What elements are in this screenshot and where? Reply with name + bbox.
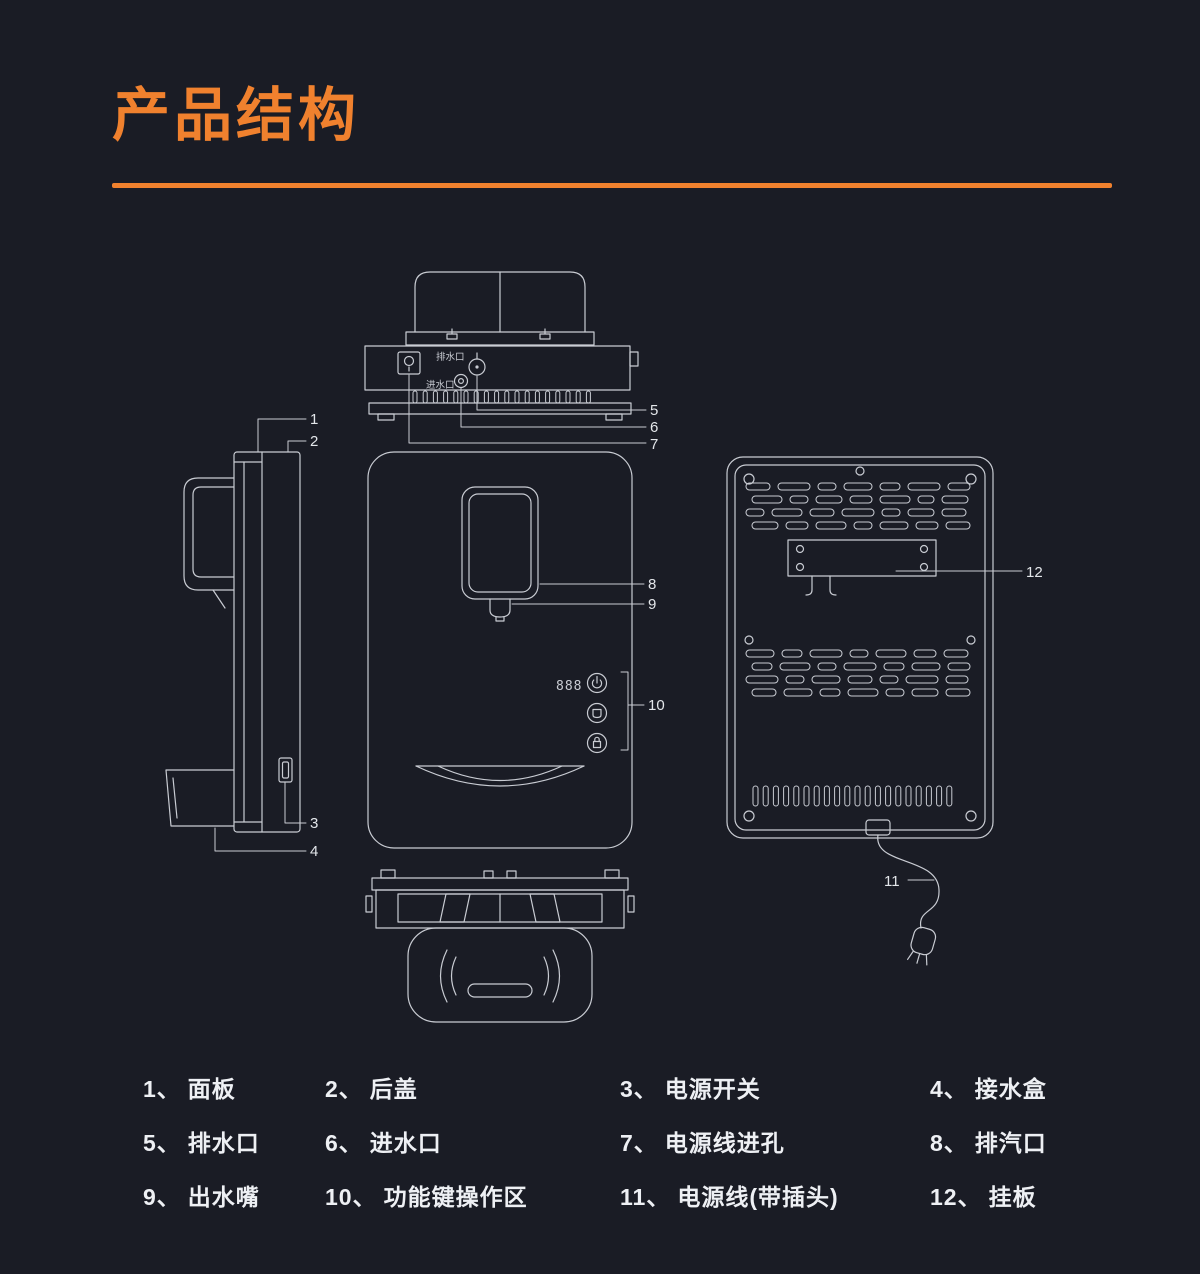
top-plate bbox=[405, 331, 595, 346]
legend-item-7: 7、电源线进孔 bbox=[620, 1130, 785, 1156]
leader-4 bbox=[214, 827, 307, 852]
bolt-left bbox=[446, 328, 458, 340]
callout-5: 5 bbox=[650, 402, 658, 419]
power-cord bbox=[877, 834, 940, 929]
water-spout bbox=[489, 598, 511, 618]
legend-item-10: 10、功能键操作区 bbox=[325, 1184, 528, 1210]
side-view bbox=[165, 451, 301, 833]
legend-item-2: 2、后盖 bbox=[325, 1076, 418, 1102]
legend-item-4: 4、接水盒 bbox=[930, 1076, 1047, 1102]
top-view: 排水口 进水口 bbox=[364, 271, 639, 421]
leader-6 bbox=[460, 387, 647, 428]
callout-2: 2 bbox=[310, 433, 318, 450]
callout-7: 7 bbox=[650, 436, 658, 453]
steam-recess bbox=[461, 486, 539, 600]
power-plug bbox=[906, 926, 937, 966]
cord-grommet bbox=[865, 819, 891, 836]
front-panel bbox=[367, 451, 633, 849]
back-vent-slots-lower bbox=[745, 649, 971, 697]
callout-6: 6 bbox=[650, 419, 658, 436]
callout-numbers: 1 2 3 4 5 6 7 8 9 10 11 12 bbox=[310, 402, 1043, 890]
hanging-plate bbox=[787, 539, 937, 596]
page-title: 产品结构 bbox=[112, 83, 361, 148]
back-cover bbox=[726, 456, 994, 839]
leader-7 bbox=[408, 374, 647, 444]
callout-4: 4 bbox=[310, 843, 318, 860]
back-bottom-slots bbox=[752, 785, 953, 807]
led-display: 888 bbox=[556, 679, 582, 694]
legend-item-5: 5、排水口 bbox=[143, 1130, 260, 1156]
bottom-view bbox=[365, 869, 635, 1023]
side-handle bbox=[183, 477, 235, 591]
legend-item-6: 6、进水口 bbox=[325, 1130, 442, 1156]
inlet-port-label: 进水口 bbox=[426, 379, 455, 391]
leader-3 bbox=[284, 781, 307, 824]
back-vent-slots-upper bbox=[745, 482, 971, 530]
side-body bbox=[233, 451, 301, 833]
leader-1 bbox=[257, 418, 307, 453]
back-view bbox=[726, 456, 994, 966]
leader-10 bbox=[620, 671, 645, 751]
side-tray bbox=[165, 769, 235, 827]
callout-8: 8 bbox=[648, 576, 656, 593]
callout-12: 12 bbox=[1026, 564, 1043, 581]
power-icon bbox=[591, 675, 603, 689]
legend-item-1: 1、面板 bbox=[143, 1076, 236, 1102]
top-base-plate bbox=[368, 402, 632, 415]
bolt-right bbox=[539, 328, 551, 340]
inlet-port bbox=[453, 373, 469, 389]
legend-item-3: 3、电源开关 bbox=[620, 1076, 761, 1102]
callout-10: 10 bbox=[648, 697, 665, 714]
callout-3: 3 bbox=[310, 815, 318, 832]
hook-right bbox=[829, 575, 837, 596]
legend: 1、面板 2、后盖 3、电源开关 4、接水盒 5、排水口 6、进水口 7、电源线… bbox=[0, 1060, 1200, 1222]
top-body bbox=[364, 345, 631, 391]
callout-leader-lines bbox=[214, 374, 1023, 881]
legend-item-9: 9、出水嘴 bbox=[143, 1184, 260, 1210]
callout-9: 9 bbox=[648, 596, 656, 613]
child-lock-button bbox=[586, 732, 608, 754]
bottom-bar bbox=[371, 877, 629, 891]
control-panel-area: 888 bbox=[556, 672, 608, 754]
collection-box-slot bbox=[467, 983, 533, 998]
title-underline bbox=[112, 183, 1112, 188]
dispense-icon bbox=[592, 708, 602, 719]
power-button bbox=[586, 672, 608, 694]
hook-left bbox=[805, 575, 813, 596]
leader-5 bbox=[476, 375, 647, 411]
collection-box bbox=[407, 927, 593, 1023]
callout-1: 1 bbox=[310, 411, 318, 428]
leader-2 bbox=[287, 440, 307, 453]
legend-item-8: 8、排汽口 bbox=[930, 1130, 1047, 1156]
top-side-tab bbox=[629, 351, 639, 367]
front-view: 888 bbox=[367, 451, 633, 849]
drain-port-label: 排水口 bbox=[436, 351, 465, 363]
callout-11: 11 bbox=[884, 873, 900, 890]
child-lock-icon bbox=[592, 736, 602, 749]
top-vent-slots bbox=[412, 390, 591, 404]
legend-item-12: 12、挂板 bbox=[930, 1184, 1037, 1210]
dispense-button bbox=[586, 702, 608, 724]
cord-entry-box bbox=[397, 351, 421, 375]
legend-item-11: 11、电源线(带插头) bbox=[620, 1184, 839, 1210]
